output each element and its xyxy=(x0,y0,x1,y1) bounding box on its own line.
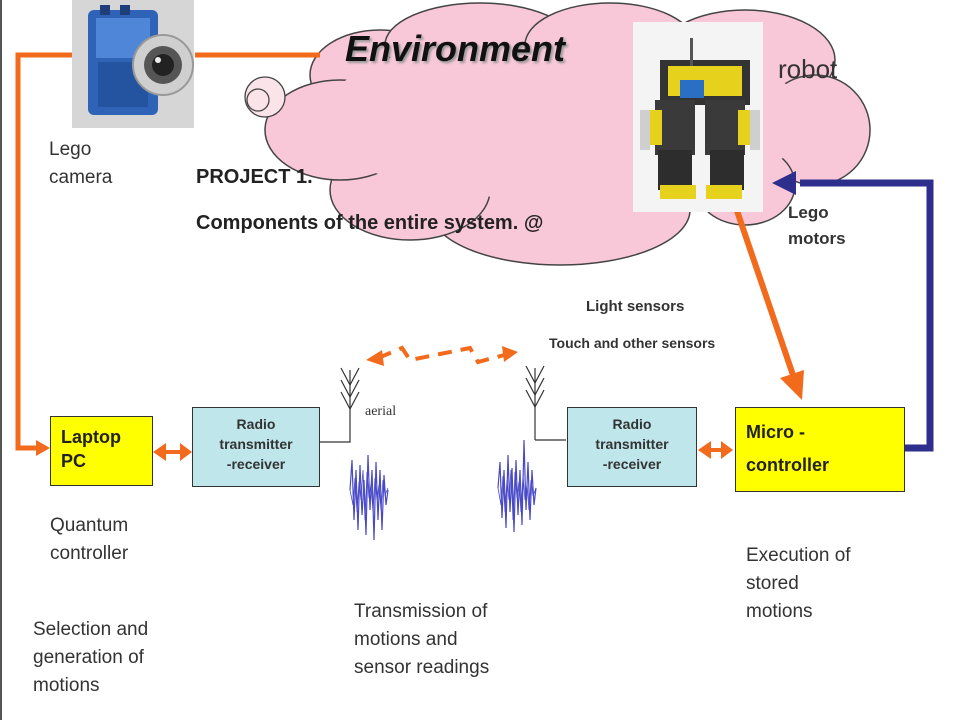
aerial-right-icon xyxy=(525,365,566,441)
laptop-label-line1: Laptop xyxy=(61,427,121,447)
radio-left-box: Radio transmitter -receiver xyxy=(192,407,320,487)
transmission-label: Transmission of motions and sensor readi… xyxy=(354,598,489,682)
radio-left-line1: Radio xyxy=(236,416,276,432)
execution-label-line2: stored xyxy=(746,573,799,594)
laptop-pc-box: Laptop PC xyxy=(50,416,153,486)
execution-label: Execution of stored motions xyxy=(746,542,851,626)
wireless-link xyxy=(366,345,518,366)
robot-label: robot xyxy=(778,54,838,84)
selection-label-line3: motions xyxy=(33,675,100,696)
signal-wave-right xyxy=(497,439,537,533)
lego-motors-label-line1: Lego xyxy=(788,203,829,222)
selection-label-line1: Selection and xyxy=(33,619,149,640)
radio-left-line2: transmitter xyxy=(219,436,293,452)
lego-motors-label-line2: motors xyxy=(788,229,846,248)
signal-wave-left xyxy=(349,454,389,541)
radio-right-line1: Radio xyxy=(612,416,652,432)
radio-right-line2: transmitter xyxy=(595,436,669,452)
transmission-label-line1: Transmission of xyxy=(354,601,488,622)
radio-micro-link xyxy=(698,441,733,459)
touch-sensors-label: Touch and other sensors xyxy=(549,335,716,351)
camera-feed-line xyxy=(15,52,320,451)
transmission-label-line2: motions and xyxy=(354,629,458,650)
motor-arrowhead xyxy=(772,171,796,195)
transmission-label-line3: sensor readings xyxy=(354,657,490,678)
lego-camera-label: Lego camera xyxy=(49,136,112,192)
sensor-arrowhead xyxy=(780,370,804,400)
micro-label-line2: controller xyxy=(746,455,830,475)
execution-label-line1: Execution of xyxy=(746,545,851,566)
project-subtitle: Components of the entire system. @ xyxy=(196,212,544,234)
selection-label-line2: generation of xyxy=(33,647,144,668)
quantum-label-line1: Quantum xyxy=(50,515,129,536)
lego-motors-label: Lego motors xyxy=(788,200,846,252)
laptop-label-line2: PC xyxy=(61,451,87,471)
micro-controller-box: Micro - controller xyxy=(735,407,905,492)
radio-right-box: Radio transmitter -receiver xyxy=(567,407,697,487)
environment-title: Environment xyxy=(345,28,566,69)
quantum-controller-label: Quantum controller xyxy=(50,512,128,568)
laptop-radio-link xyxy=(153,443,192,461)
robot-image xyxy=(633,22,763,212)
light-sensors-label: Light sensors xyxy=(586,298,685,315)
project-title: PROJECT 1. xyxy=(196,166,313,188)
radio-right-line3: -receiver xyxy=(602,456,662,472)
execution-label-line3: motions xyxy=(746,601,813,622)
selection-label: Selection and generation of motions xyxy=(33,616,148,700)
quantum-label-line2: controller xyxy=(50,543,129,564)
motor-command-line xyxy=(800,179,934,452)
radio-left-line3: -receiver xyxy=(226,456,286,472)
lego-camera-image xyxy=(72,0,194,128)
sensor-line xyxy=(732,204,796,376)
micro-label-line1: Micro - xyxy=(746,422,806,442)
laptop-input-arrowhead xyxy=(36,440,50,456)
aerial-left-icon xyxy=(318,367,360,443)
aerial-label: aerial xyxy=(365,404,397,419)
lego-camera-label-line2: camera xyxy=(49,167,113,188)
lego-camera-label-line1: Lego xyxy=(49,139,92,160)
